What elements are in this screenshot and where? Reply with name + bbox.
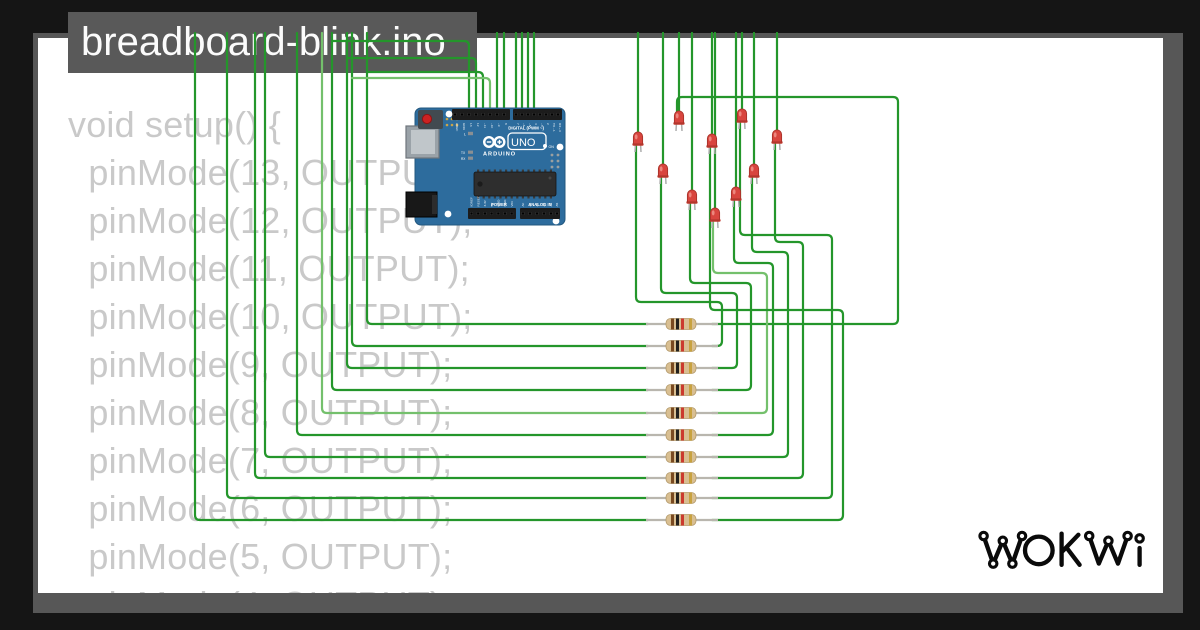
code-preview: void setup() { pinMode(13, OUTPUT); pinM…	[68, 101, 473, 593]
code-line: pinMode(12, OUTPUT);	[68, 200, 473, 241]
diagram-canvas: void setup() { pinMode(13, OUTPUT); pinM…	[38, 38, 1163, 593]
code-line: void setup() {	[68, 104, 281, 145]
code-line: pinMode(4, OUTPUT);	[68, 581, 473, 593]
code-line: pinMode(6, OUTPUT);	[68, 488, 453, 529]
sketch-title-tab: breadboard-blink.ino	[68, 12, 477, 73]
code-line: pinMode(10, OUTPUT);	[68, 296, 473, 337]
code-line: pinMode(8, OUTPUT);	[68, 392, 453, 433]
code-line: pinMode(7, OUTPUT);	[68, 440, 453, 481]
code-line: pinMode(13, OUTPUT);	[68, 152, 473, 193]
code-line: pinMode(5, OUTPUT);	[68, 536, 453, 577]
code-line: pinMode(9, OUTPUT);	[68, 344, 453, 385]
sketch-title: breadboard-blink.ino	[81, 20, 446, 64]
wokwi-logo	[978, 530, 1145, 569]
code-line: pinMode(11, OUTPUT);	[68, 248, 470, 289]
